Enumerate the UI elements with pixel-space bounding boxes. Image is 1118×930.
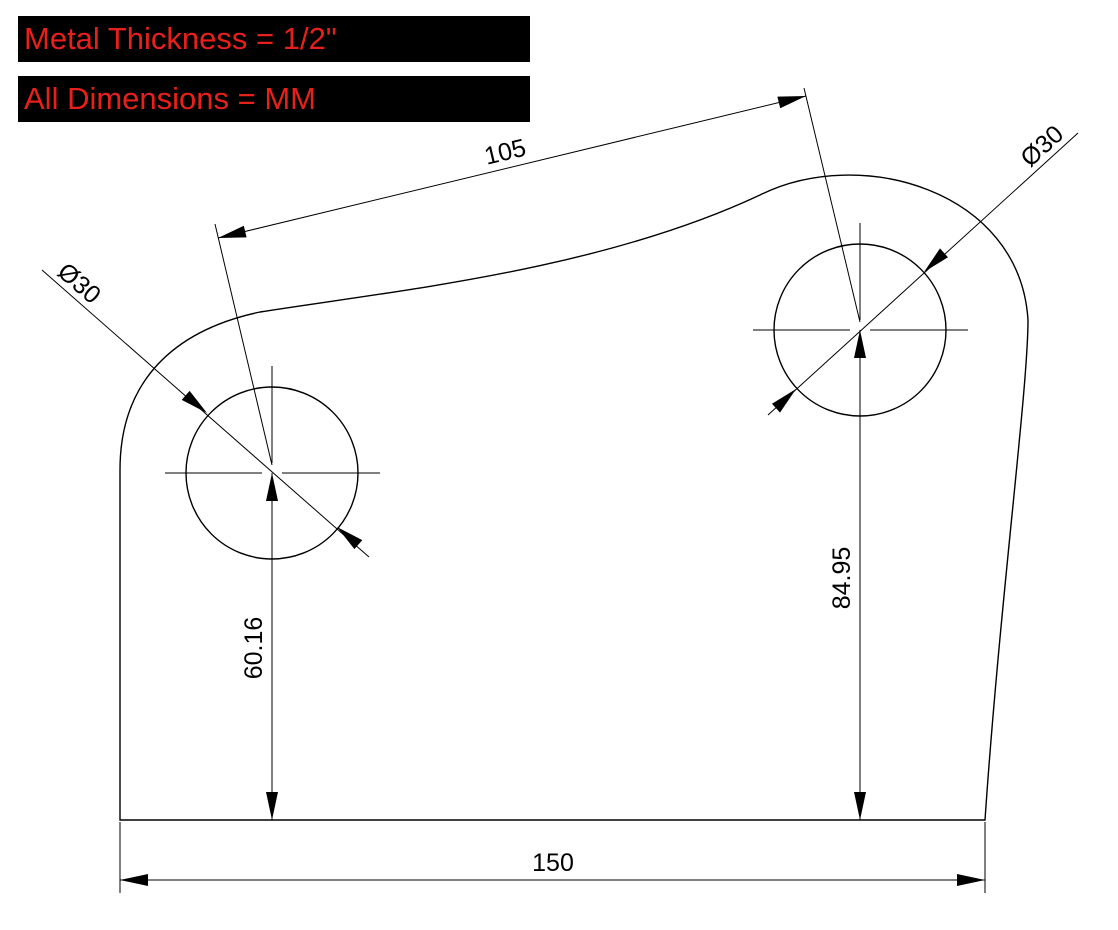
left-diameter-label: Ø30 (52, 257, 106, 309)
right-height-label: 84.95 (828, 547, 856, 610)
left-height-dimension: 60.16 (240, 473, 278, 820)
left-height-label: 60.16 (240, 617, 268, 680)
width-dimension-label: 150 (532, 849, 574, 877)
part-outline (119, 174, 1029, 821)
hole-spacing-dimension: 105 (214, 87, 861, 466)
right-height-dimension: 84.95 (828, 330, 866, 820)
metal-thickness-note: Metal Thickness = 1/2" (18, 16, 530, 62)
right-diameter-label: Ø30 (1015, 120, 1069, 172)
width-dimension: 150 (119, 822, 986, 893)
units-note: All Dimensions = MM (18, 76, 530, 122)
right-diameter-dimension: Ø30 (767, 120, 1079, 416)
